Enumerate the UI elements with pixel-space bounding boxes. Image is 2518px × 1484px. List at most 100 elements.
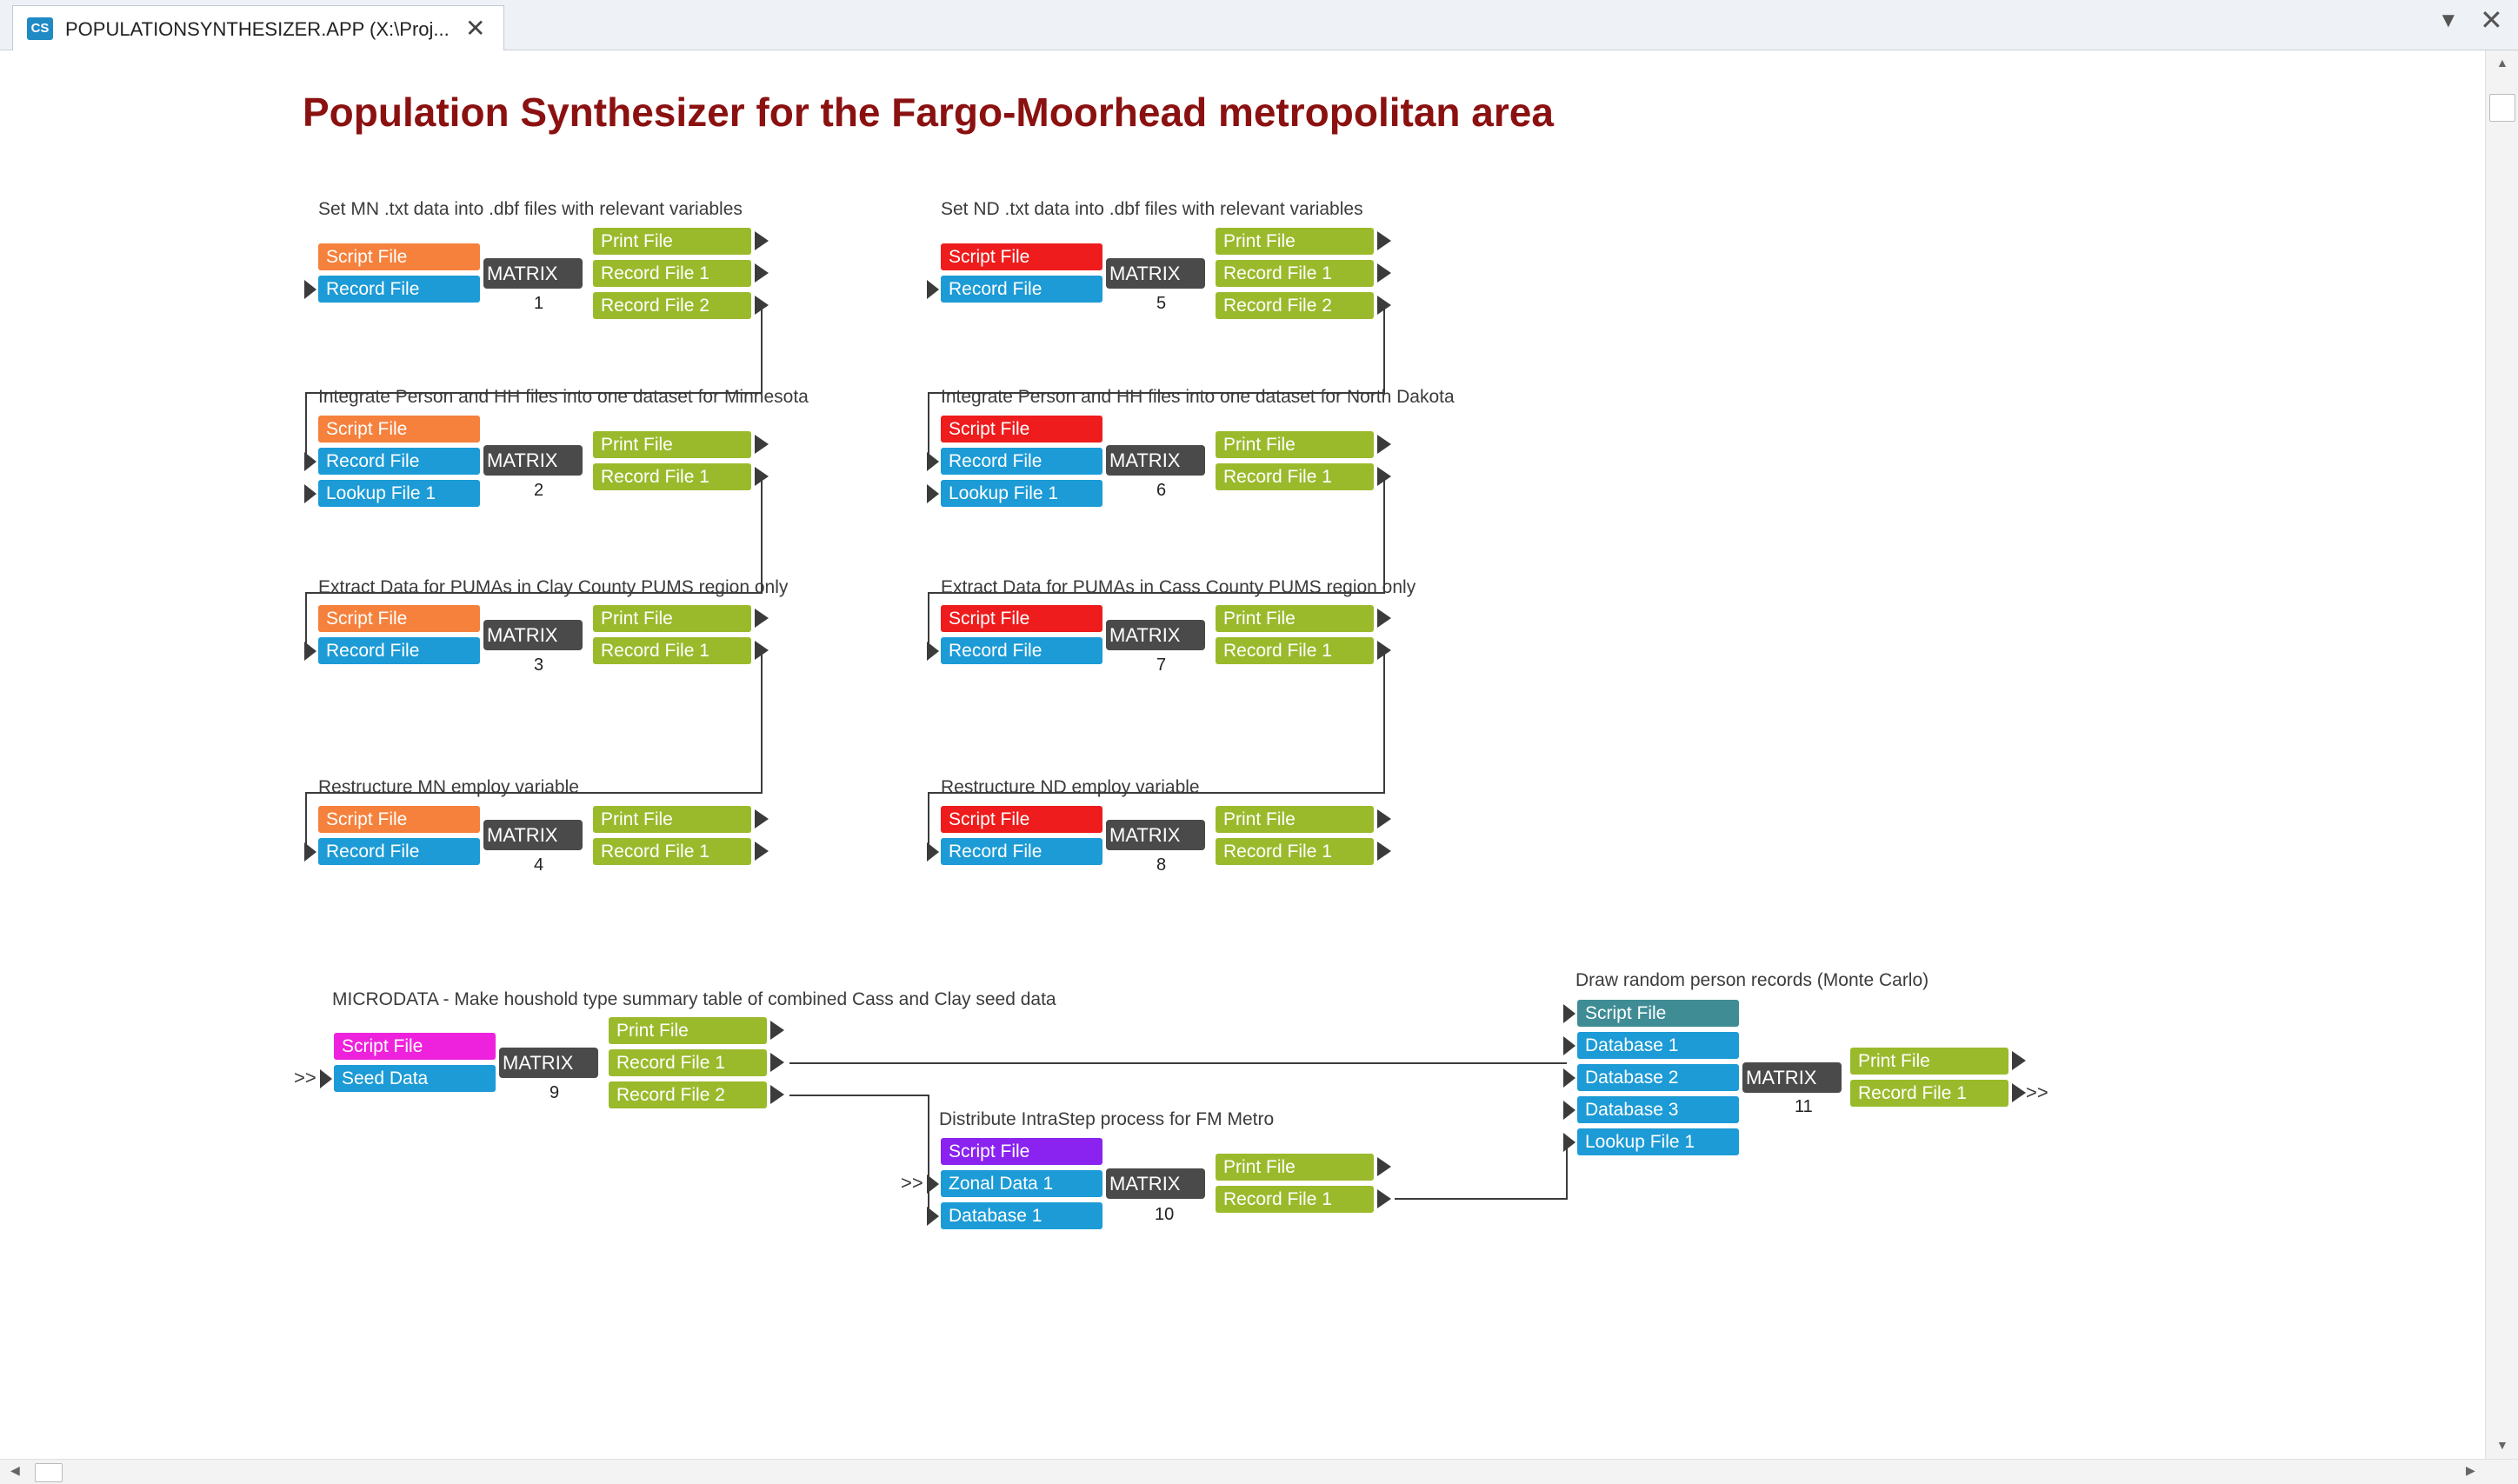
step-7-record-file-1[interactable]: Record File 1 xyxy=(1216,637,1374,664)
step-10-database-1[interactable]: Database 1 xyxy=(941,1202,1102,1229)
step-10-script-file[interactable]: Script File xyxy=(941,1138,1102,1165)
step-5-print-file[interactable]: Print File xyxy=(1216,228,1374,255)
step-8-print-file[interactable]: Print File xyxy=(1216,806,1374,833)
step-9-script-file[interactable]: Script File xyxy=(334,1033,496,1060)
step-9-print-file[interactable]: Print File xyxy=(609,1017,767,1044)
step-3-matrix-node[interactable]: MATRIX xyxy=(483,620,583,650)
step-6-matrix-node[interactable]: MATRIX xyxy=(1106,445,1205,476)
step-2-record-file[interactable]: Record File xyxy=(318,448,480,475)
step-10-record1-port-icon xyxy=(1377,1189,1391,1208)
step-9-matrix-node[interactable]: MATRIX xyxy=(499,1048,598,1078)
horizontal-scroll-thumb[interactable] xyxy=(35,1463,63,1482)
vertical-scrollbar[interactable]: ▲ ▼ xyxy=(2485,50,2518,1459)
tab-list-dropdown-icon[interactable]: ▼ xyxy=(2438,9,2459,32)
step-5-record-file-port-icon xyxy=(927,280,939,299)
step-2-print-file[interactable]: Print File xyxy=(593,431,751,458)
document-tab[interactable]: CS POPULATIONSYNTHESIZER.APP (X:\Proj...… xyxy=(12,5,504,50)
step-1-print-port-icon xyxy=(755,231,769,250)
step-4-record1-port-icon xyxy=(755,842,769,861)
step-4-print-file[interactable]: Print File xyxy=(593,806,751,833)
step-10-zonal-data-1[interactable]: Zonal Data 1 xyxy=(941,1170,1102,1197)
tab-close-icon[interactable]: ✕ xyxy=(465,15,486,42)
step-8-record-file[interactable]: Record File xyxy=(941,838,1102,865)
step-8-record-file-1[interactable]: Record File 1 xyxy=(1216,838,1374,865)
step-5-script-file[interactable]: Script File xyxy=(941,243,1102,270)
step-9-chevron-icon: >> xyxy=(294,1067,316,1088)
step-11-record-file-1[interactable]: Record File 1 xyxy=(1850,1080,2008,1107)
step-5-record-file[interactable]: Record File xyxy=(941,276,1102,303)
step-4-record-file-port-icon xyxy=(304,842,316,862)
step-9-seed-data[interactable]: Seed Data xyxy=(334,1065,496,1092)
step-5-print-port-icon xyxy=(1377,231,1391,250)
horizontal-scrollbar[interactable]: ◀ ▶ xyxy=(0,1459,2518,1484)
step-10-print-file[interactable]: Print File xyxy=(1216,1154,1374,1181)
step-11-script-file[interactable]: Script File xyxy=(1577,1000,1739,1027)
step-4-record-file-1[interactable]: Record File 1 xyxy=(593,838,751,865)
step-1-print-file[interactable]: Print File xyxy=(593,228,751,255)
scroll-down-icon[interactable]: ▼ xyxy=(2496,1438,2508,1452)
step-2-script-file[interactable]: Script File xyxy=(318,416,480,443)
step-5-number: 5 xyxy=(1156,294,1167,313)
step-11-database3-port-icon xyxy=(1563,1101,1575,1120)
step-3-print-port-icon xyxy=(755,609,769,628)
step-10-matrix-node[interactable]: MATRIX xyxy=(1106,1168,1205,1199)
step-11-database-3[interactable]: Database 3 xyxy=(1577,1096,1739,1123)
step-6-lookup-file-port-icon xyxy=(927,484,939,503)
step-4-matrix-node[interactable]: MATRIX xyxy=(483,820,583,850)
step-11-lookup-port-icon xyxy=(1563,1133,1575,1152)
step-1-record-file[interactable]: Record File xyxy=(318,276,480,303)
step-11-database2-port-icon xyxy=(1563,1068,1575,1088)
step-9-record-file-1[interactable]: Record File 1 xyxy=(609,1049,767,1076)
step-7-record-file[interactable]: Record File xyxy=(941,637,1102,664)
window-close-icon[interactable]: ✕ xyxy=(2480,4,2503,36)
vertical-scroll-thumb[interactable] xyxy=(2489,94,2515,122)
page-title: Population Synthesizer for the Fargo-Moo… xyxy=(303,90,1554,135)
step-1-record-file-1[interactable]: Record File 1 xyxy=(593,260,751,287)
scroll-right-icon[interactable]: ▶ xyxy=(2466,1463,2475,1477)
scroll-up-icon[interactable]: ▲ xyxy=(2496,56,2508,70)
step-6-record-file-1[interactable]: Record File 1 xyxy=(1216,463,1374,490)
step-7-print-file[interactable]: Print File xyxy=(1216,605,1374,632)
step-5-record-file-1[interactable]: Record File 1 xyxy=(1216,260,1374,287)
step-3-script-file[interactable]: Script File xyxy=(318,605,480,632)
step-7-matrix-node[interactable]: MATRIX xyxy=(1106,620,1205,650)
step-4-record-file[interactable]: Record File xyxy=(318,838,480,865)
step-3-record-file-1[interactable]: Record File 1 xyxy=(593,637,751,664)
step-11-database-2[interactable]: Database 2 xyxy=(1577,1064,1739,1091)
step-3-record-file[interactable]: Record File xyxy=(318,637,480,664)
step-1-matrix-node[interactable]: MATRIX xyxy=(483,258,583,289)
step-11-database-1[interactable]: Database 1 xyxy=(1577,1032,1739,1059)
step-6-script-file[interactable]: Script File xyxy=(941,416,1102,443)
scroll-left-icon[interactable]: ◀ xyxy=(10,1463,20,1477)
step-8-record1-port-icon xyxy=(1377,842,1391,861)
step-1-record-file-2[interactable]: Record File 2 xyxy=(593,292,751,319)
step-6-record-file[interactable]: Record File xyxy=(941,448,1102,475)
step-5-title: Set ND .txt data into .dbf files with re… xyxy=(941,199,1363,219)
step-2-record-file-1[interactable]: Record File 1 xyxy=(593,463,751,490)
step-2-lookup-file-1[interactable]: Lookup File 1 xyxy=(318,480,480,507)
step-5-matrix-node[interactable]: MATRIX xyxy=(1106,258,1205,289)
step-10-zonal-data-port-icon xyxy=(927,1175,939,1194)
step-11-print-file[interactable]: Print File xyxy=(1850,1048,2008,1075)
step-2-matrix-node[interactable]: MATRIX xyxy=(483,445,583,476)
tab-bar: CS POPULATIONSYNTHESIZER.APP (X:\Proj...… xyxy=(0,0,2518,50)
step-4-script-file[interactable]: Script File xyxy=(318,806,480,833)
step-6-print-port-icon xyxy=(1377,435,1391,454)
step-1-script-file[interactable]: Script File xyxy=(318,243,480,270)
step-11-lookup-file-1[interactable]: Lookup File 1 xyxy=(1577,1128,1739,1155)
step-6-print-file[interactable]: Print File xyxy=(1216,431,1374,458)
step-9-record-file-2[interactable]: Record File 2 xyxy=(609,1081,767,1108)
step-7-script-file[interactable]: Script File xyxy=(941,605,1102,632)
step-6-number: 6 xyxy=(1156,481,1167,500)
step-8-matrix-node[interactable]: MATRIX xyxy=(1106,820,1205,850)
step-11-database1-port-icon xyxy=(1563,1036,1575,1055)
step-5-record-file-2[interactable]: Record File 2 xyxy=(1216,292,1374,319)
step-3-print-file[interactable]: Print File xyxy=(593,605,751,632)
step-10-record-file-1[interactable]: Record File 1 xyxy=(1216,1186,1374,1213)
step-11-record1-port-icon xyxy=(2012,1083,2026,1102)
step-11-matrix-node[interactable]: MATRIX xyxy=(1742,1062,1842,1093)
step-7-record-file-port-icon xyxy=(927,642,939,661)
step-6-lookup-file-1[interactable]: Lookup File 1 xyxy=(941,480,1102,507)
step-8-script-file[interactable]: Script File xyxy=(941,806,1102,833)
step-8-record-file-port-icon xyxy=(927,842,939,862)
